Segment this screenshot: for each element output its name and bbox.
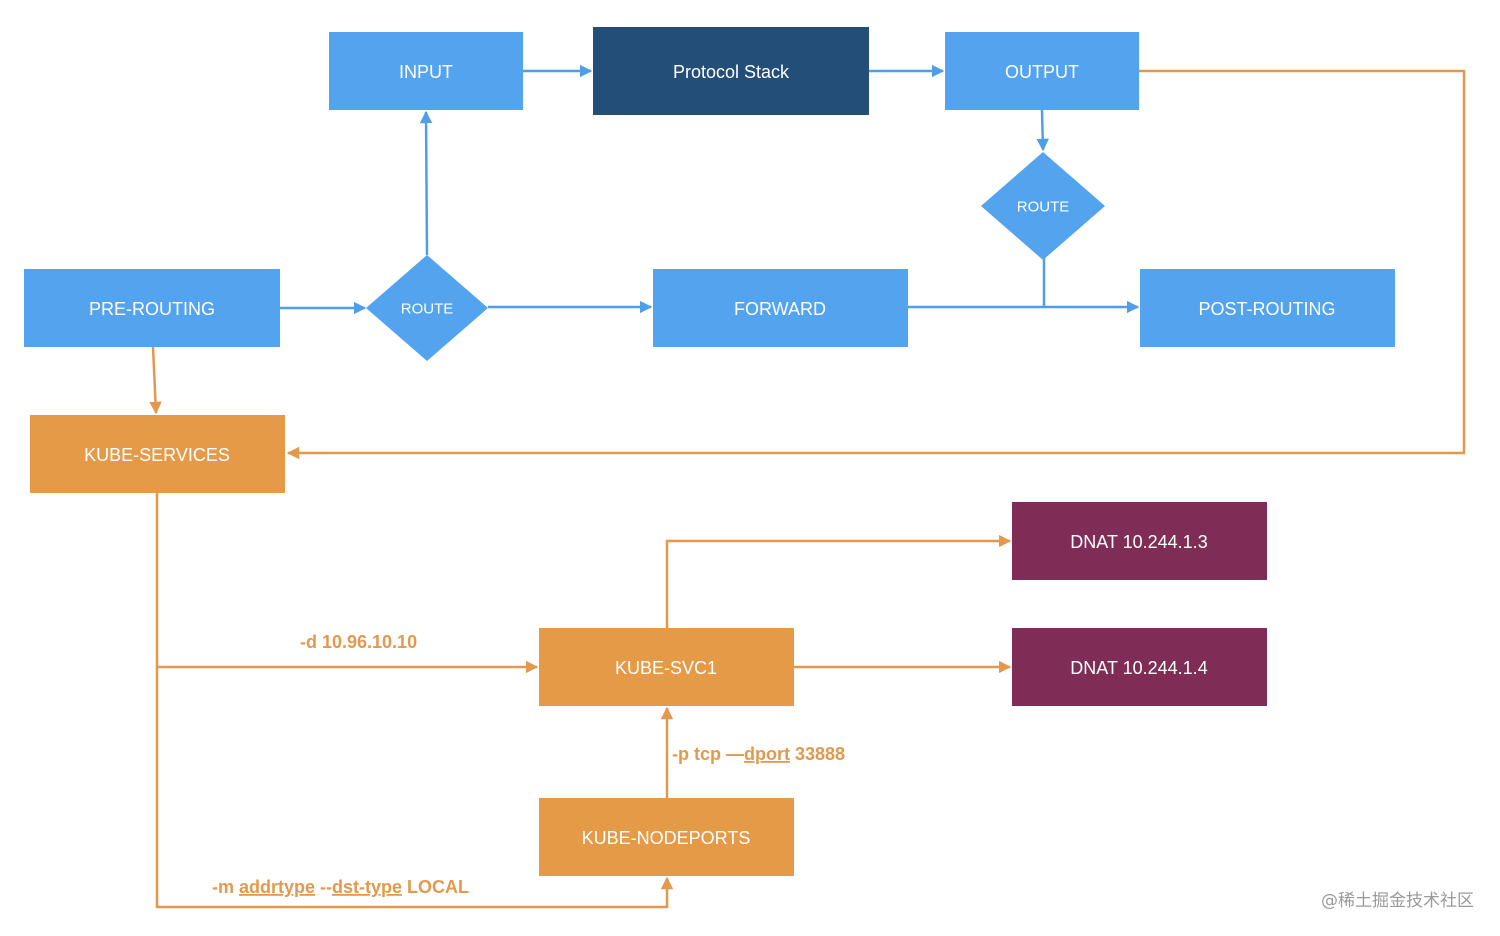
node-dnat-2: DNAT 10.244.1.4 xyxy=(1012,628,1267,706)
orange-connectors xyxy=(149,69,1466,909)
node-output: OUTPUT xyxy=(945,32,1139,110)
node-input: INPUT xyxy=(329,32,523,110)
arrow-output-to-route xyxy=(1036,109,1049,152)
edge-label-dest-ip: -d 10.96.10.10 xyxy=(300,632,417,652)
edge-label-dsttype-word: dst-type xyxy=(332,877,402,897)
node-post-routing-label: POST-ROUTING xyxy=(1198,299,1335,319)
node-forward-label: FORWARD xyxy=(734,299,826,319)
node-forward: FORWARD xyxy=(653,269,908,347)
node-post-routing: POST-ROUTING xyxy=(1140,269,1395,347)
node-output-label: OUTPUT xyxy=(1005,62,1079,82)
node-kube-svc1: KUBE-SVC1 xyxy=(539,628,794,706)
node-input-label: INPUT xyxy=(399,62,453,82)
arrow-kube-svc1-to-dnat-1 xyxy=(665,534,1012,628)
node-protocol-stack-label: Protocol Stack xyxy=(673,62,790,82)
edge-label-addrtype-mid: -- xyxy=(315,877,332,897)
node-dnat-2-label: DNAT 10.244.1.4 xyxy=(1070,658,1207,678)
node-route-out: ROUTE xyxy=(981,152,1105,260)
node-kube-nodeports: KUBE-NODEPORTS xyxy=(539,798,794,876)
node-kube-nodeports-label: KUBE-NODEPORTS xyxy=(582,828,751,848)
node-route-pre: ROUTE xyxy=(366,255,488,361)
arrow-prerouting-to-kube-services xyxy=(149,346,162,415)
node-kube-svc1-label: KUBE-SVC1 xyxy=(615,658,717,678)
edge-label-addrtype: -m addrtype --dst-type LOCAL xyxy=(212,877,469,897)
edge-label-dport-prefix: -p tcp — xyxy=(672,744,744,764)
node-route-pre-label: ROUTE xyxy=(401,301,454,318)
arrow-kube-services-to-kube-nodeports xyxy=(155,667,674,909)
node-route-out-label: ROUTE xyxy=(1017,199,1070,216)
edge-label-addrtype-suffix: LOCAL xyxy=(402,877,469,897)
edge-label-dport-value: 33888 xyxy=(790,744,845,764)
edge-label-dport-word: dport xyxy=(744,744,790,764)
edge-label-addrtype-prefix: -m xyxy=(212,877,239,897)
arrow-output-to-kube-services xyxy=(286,69,1466,460)
arrow-route-to-input xyxy=(419,110,433,256)
watermark-text: @稀土掘金技术社区 xyxy=(1321,891,1474,911)
blue-connectors xyxy=(280,64,1140,315)
node-kube-services-label: KUBE-SERVICES xyxy=(84,445,230,465)
node-pre-routing-label: PRE-ROUTING xyxy=(89,299,215,319)
node-dnat-1: DNAT 10.244.1.3 xyxy=(1012,502,1267,580)
node-pre-routing: PRE-ROUTING xyxy=(24,269,280,347)
edge-label-dport: -p tcp —dport 33888 xyxy=(672,744,845,764)
node-dnat-1-label: DNAT 10.244.1.3 xyxy=(1070,532,1207,552)
node-protocol-stack: Protocol Stack xyxy=(593,27,869,115)
edge-label-addrtype-word: addrtype xyxy=(239,877,315,897)
node-kube-services: KUBE-SERVICES xyxy=(30,415,285,493)
